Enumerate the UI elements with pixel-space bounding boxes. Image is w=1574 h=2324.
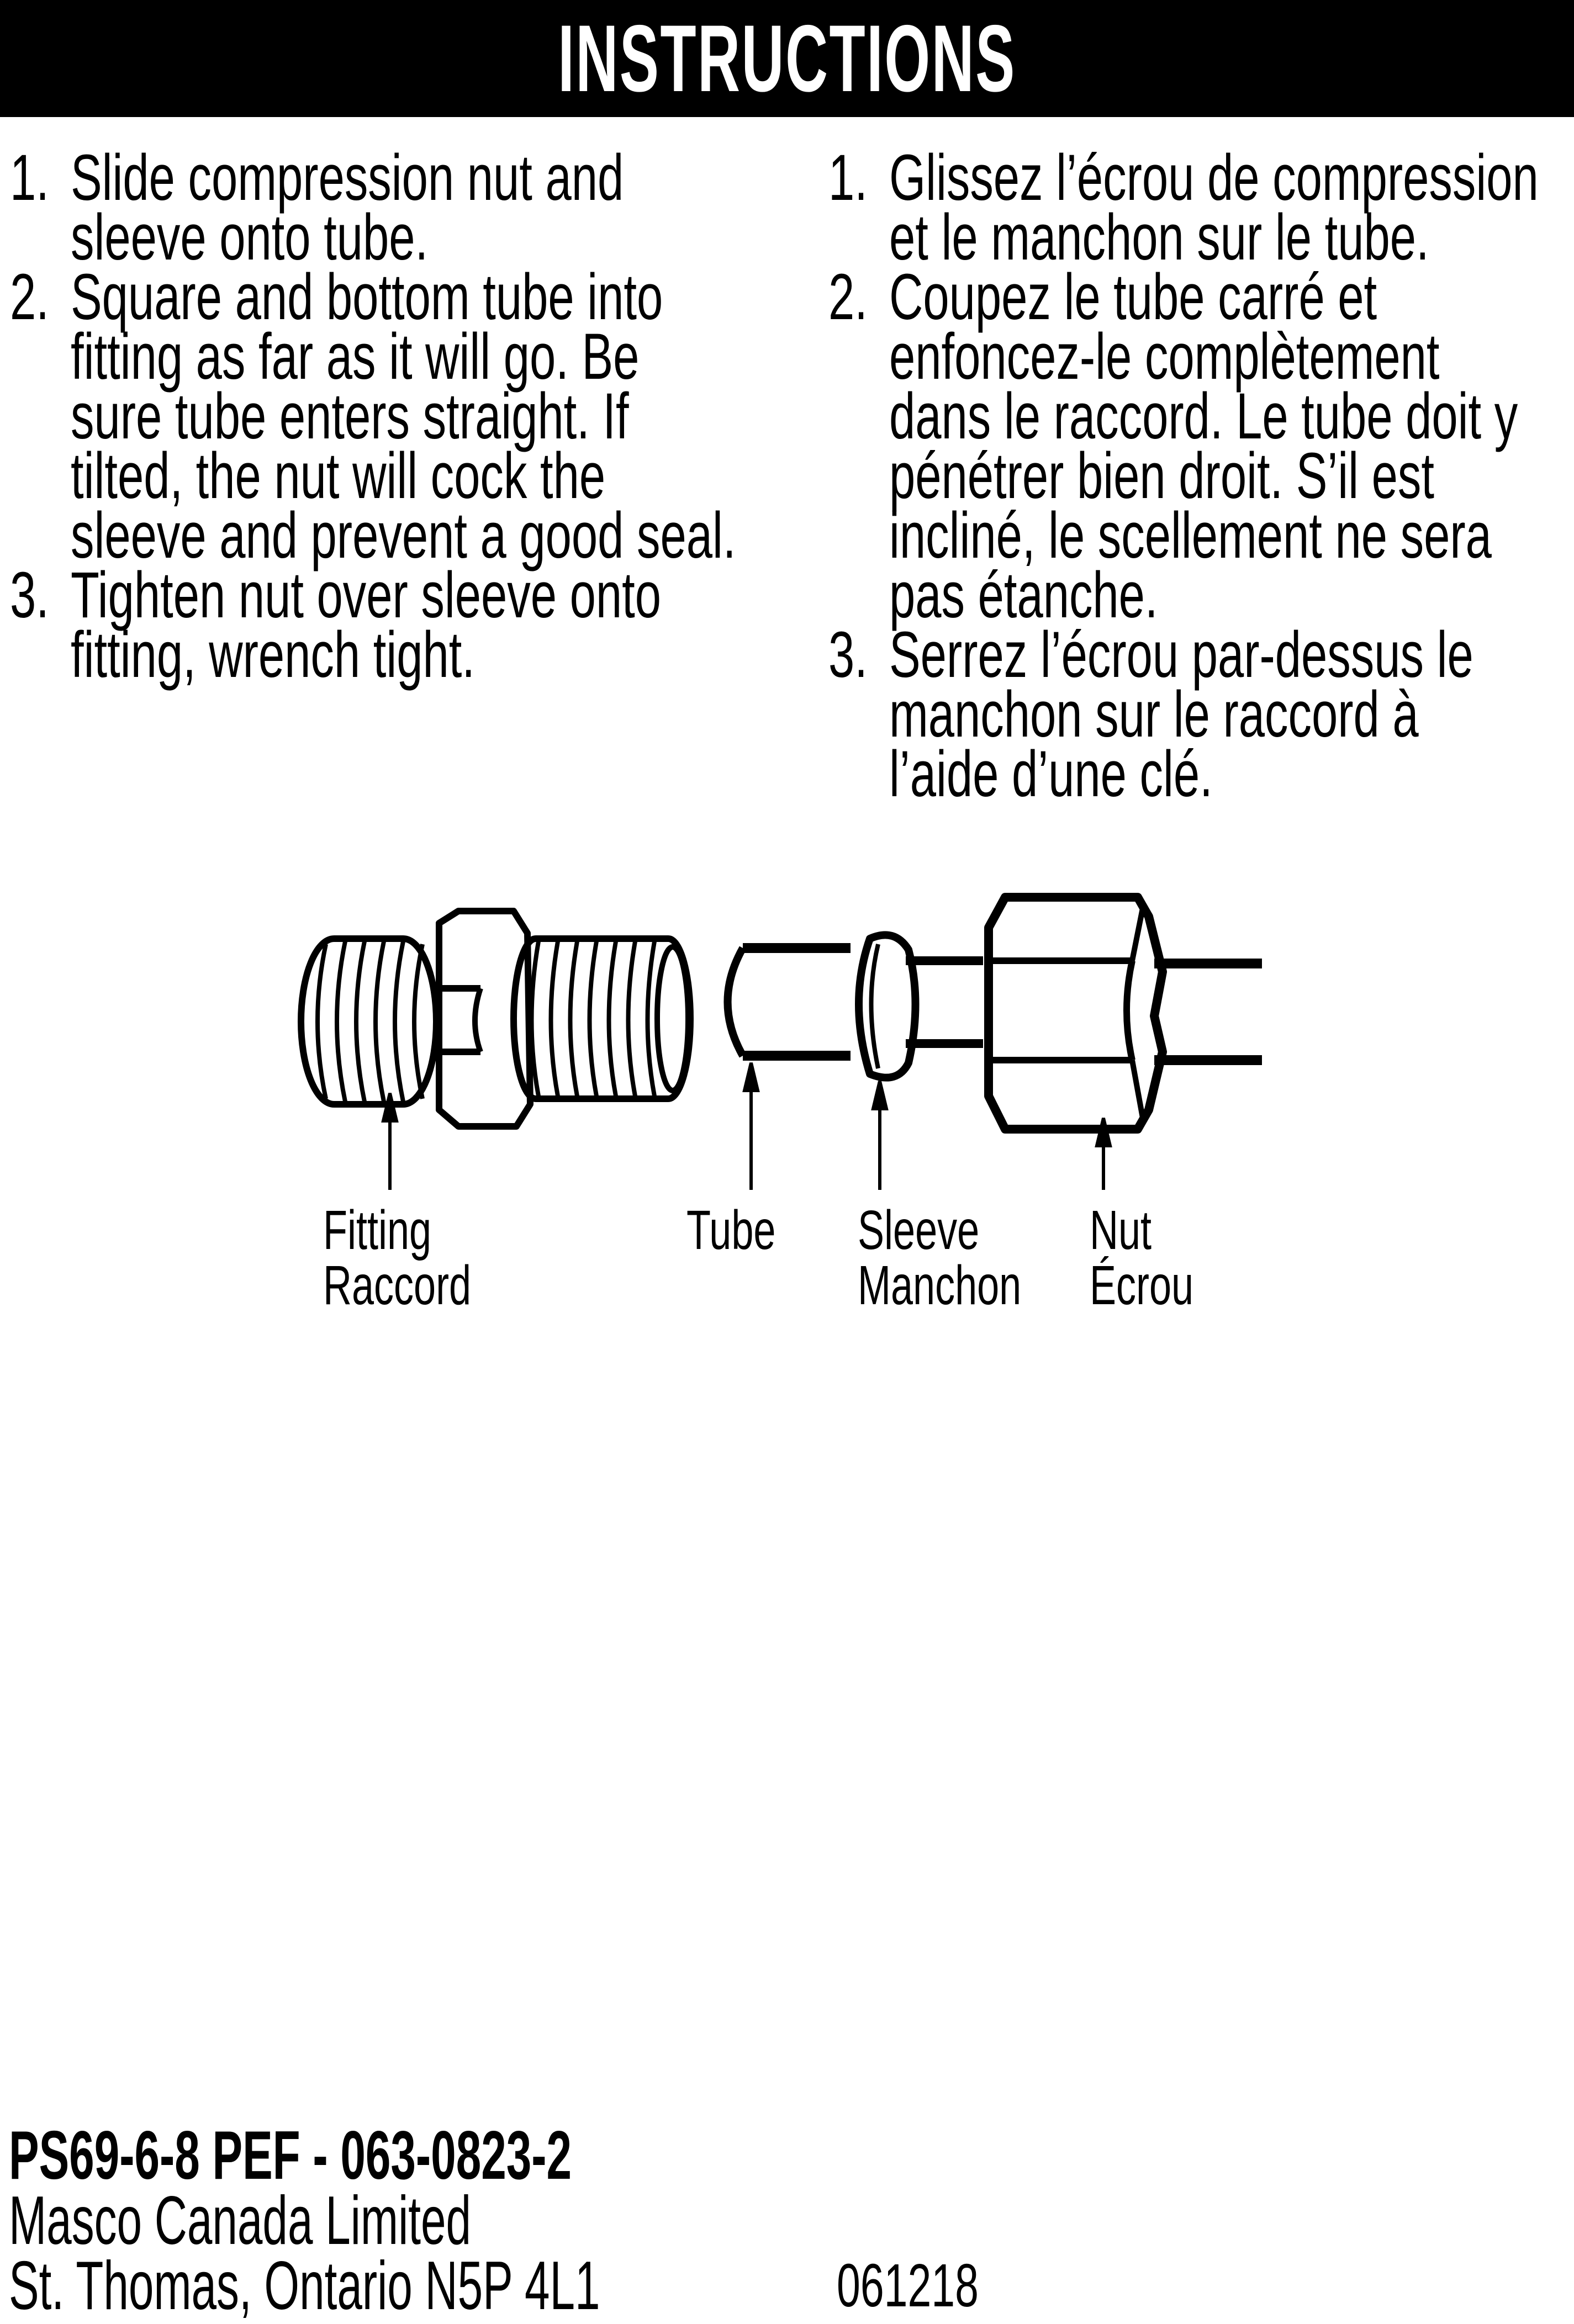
label-fitting-fr: Raccord xyxy=(323,1254,472,1316)
step-fr-3: 3. Serrez l’écrou par-dessus le manchon … xyxy=(828,618,1473,811)
sleeve-icon xyxy=(855,931,920,1082)
part-number: PS69-6-8 PEF - 063-0823-2 xyxy=(9,2117,572,2194)
step-fr-2: 2. Coupez le tube carré et enfoncez-le c… xyxy=(828,261,1518,632)
fitting-illustration xyxy=(298,893,1262,1190)
footer-info: PS69-6-8 PEF - 063-0823-2 Masco Canada L… xyxy=(9,2117,905,2324)
label-fitting-en: Fitting xyxy=(323,1199,432,1261)
company-address: St. Thomas, Ontario N5P 4L1 xyxy=(9,2248,600,2324)
instructions-french: 1. Glissez l’écrou de compression et le … xyxy=(828,141,1574,811)
label-nut-en: Nut xyxy=(1090,1199,1152,1261)
instructions-english: 1. Slide compression nut and sleeve onto… xyxy=(10,141,772,691)
pointer-arrows xyxy=(381,1062,1112,1190)
compression-fitting-diagram: Fitting Raccord Tube Sleeve Manchon Nut … xyxy=(0,861,1574,1358)
nut-icon xyxy=(984,893,1167,1134)
instructions-title: INSTRUCTIONS xyxy=(558,6,1016,112)
label-nut-fr: Écrou xyxy=(1090,1254,1194,1316)
step-en-1: 1. Slide compression nut and sleeve onto… xyxy=(10,141,624,274)
tube-icon xyxy=(723,943,1262,1065)
label-sleeve-en: Sleeve xyxy=(858,1199,980,1261)
label-sleeve-fr: Manchon xyxy=(858,1254,1022,1316)
step-en-3: 3. Tighten nut over sleeve onto fitting,… xyxy=(10,559,661,691)
fitting-icon xyxy=(298,908,694,1130)
label-tube: Tube xyxy=(686,1199,776,1261)
step-fr-1: 1. Glissez l’écrou de compression et le … xyxy=(828,141,1539,274)
company-name: Masco Canada Limited xyxy=(9,2183,472,2259)
step-en-2: 2. Square and bottom tube into fitting a… xyxy=(10,261,736,572)
instructions-header-bar xyxy=(0,0,1574,117)
date-code: 061218 xyxy=(837,2252,979,2320)
